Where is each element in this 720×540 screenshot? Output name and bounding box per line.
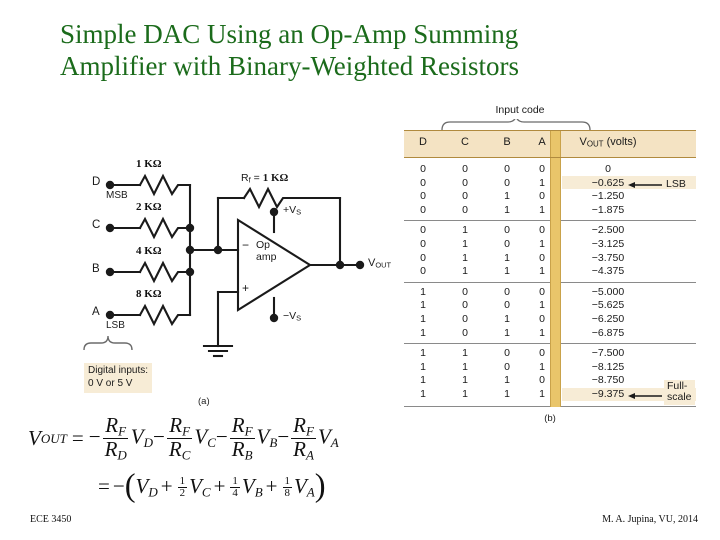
gold-divider-header: [550, 131, 561, 157]
fullscale-line-1: Full-: [667, 379, 688, 392]
input-label-A: A: [92, 306, 100, 318]
resistor-label-D: 1 KΩ: [136, 158, 162, 170]
eq2-open-paren: (: [124, 468, 136, 505]
lsb-callout: LSB: [666, 177, 686, 190]
feedback-equals: =: [253, 172, 260, 184]
resistor-label-A: 8 KΩ: [136, 288, 162, 300]
circuit-nodes: [105, 180, 365, 323]
table-group-1: 0 0 0 0 0 0 0 0 1 −0.625: [404, 158, 696, 217]
eq2-equals: =: [98, 474, 110, 499]
table-row: 0 1 1 0 −3.750: [420, 251, 625, 264]
output-label: VOUT: [368, 257, 392, 270]
eq2-close-paren: ): [314, 468, 326, 505]
digital-inputs-line-2: 0 V or 5 V: [88, 377, 133, 389]
eq2-term-1: VD: [135, 473, 158, 500]
table-row: 0 1 0 1 −3.125: [420, 237, 625, 250]
digital-inputs-note: Digital inputs: 0 V or 5 V: [84, 363, 153, 393]
table-body: 0 0 0 0 0 0 0 0 1 −0.625: [404, 158, 696, 407]
feedback-r: R: [241, 172, 249, 184]
lsb-arrow: [628, 181, 662, 188]
table-row: 1 1 0 0 −7.500: [420, 347, 625, 360]
opamp-inverting-sign: −: [242, 238, 250, 252]
table-row: 1 0 1 1 −6.875: [420, 326, 625, 339]
input-note-D: MSB: [106, 190, 128, 201]
header-A: A: [538, 136, 546, 148]
supply-negative-label: −VS: [283, 310, 302, 323]
input-code-label: Input code: [495, 104, 545, 116]
eq2-neg: −: [112, 474, 125, 499]
resistor-label-B: 4 KΩ: [136, 245, 162, 257]
footer-course: ECE 3450: [30, 514, 72, 525]
input-note-A: LSB: [106, 320, 125, 331]
table-row: 1 0 1 0 −6.250: [420, 312, 625, 325]
fullscale-line-2: scale: [667, 391, 692, 404]
table-header-row: D C B A VOUT (volts): [404, 130, 696, 158]
table-row: 0 0 1 0 −1.250: [420, 190, 625, 203]
fullscale-highlight-band: [562, 387, 696, 402]
header-cells: D C B A VOUT (volts): [404, 131, 696, 149]
table-row: 1 0 0 1 −5.625: [420, 299, 625, 312]
fullscale-callout: Full- scale: [664, 379, 695, 405]
circuit-diagram: D MSB 1 KΩ C 2 KΩ B 4 KΩ A LSB 8 KΩ Rf =…: [78, 150, 398, 420]
feedback-value: 1 KΩ: [262, 172, 289, 184]
table-row: 0 0 0 0 0: [420, 163, 611, 175]
table-row: 0 1 0 0 −2.500: [420, 224, 625, 237]
title-line-2: Amplifier with Binary-Weighted Resistors: [60, 51, 519, 81]
gold-divider-body: [550, 158, 561, 407]
page-title: Simple DAC Using an Op-Amp Summing Ampli…: [60, 18, 660, 82]
figure-label-b: (b): [544, 412, 556, 424]
header-C: C: [461, 136, 469, 148]
input-brace: [83, 335, 133, 351]
header-vout: VOUT (volts): [579, 136, 637, 149]
figure-label-a: (a): [198, 396, 210, 407]
table-row: 0 1 1 1 −4.375: [420, 265, 625, 278]
eq-lhs-sub: OUT: [40, 430, 67, 446]
lsb-highlight-band: [562, 176, 696, 190]
input-label-D: D: [92, 176, 101, 188]
header-B: B: [503, 136, 511, 148]
figure-b-wrap: (b): [404, 407, 696, 427]
input-label-B: B: [92, 263, 100, 275]
table-row: 0 0 1 1 −1.875: [420, 203, 625, 216]
table-group-2: 0 1 0 0 −2.500 0 1 0 1 −3.125 0: [404, 224, 696, 278]
input-code-brace: [441, 119, 591, 131]
table-group-4: 1 1 0 0 −7.500 1 1 0 1 −8.125 1: [404, 347, 696, 405]
header-D: D: [419, 136, 427, 148]
table-row: 1 1 1 1 −9.375 Full- scale: [404, 379, 696, 405]
feedback-resistor-label: Rf = 1 KΩ: [241, 172, 288, 185]
eq-lhs: V: [28, 426, 41, 451]
table-row: 0 0 0 1 −0.625 LSB: [420, 176, 686, 190]
resistor-label-C: 2 KΩ: [136, 201, 162, 213]
table-group-3: 1 0 0 0 −5.000 1 0 0 1 −5.625 1: [404, 286, 696, 340]
opamp-label: Op amp: [256, 239, 276, 263]
circuit-svg: [83, 173, 365, 358]
title-line-1: Simple DAC Using an Op-Amp Summing: [60, 19, 519, 49]
table-row: 1 1 0 1 −8.125: [420, 360, 625, 373]
fullscale-arrow: [628, 392, 662, 399]
eq-equals: =: [71, 426, 84, 451]
supply-positive-label: +VS: [283, 204, 302, 217]
feedback-r-sub: f: [248, 175, 251, 185]
opamp-label-line1: Op: [256, 239, 271, 251]
footer-author: M. A. Jupina, VU, 2014: [602, 514, 698, 525]
table: D C B A VOUT (volts) 0 0 0 0: [404, 130, 696, 427]
table-row: 1 0 0 0 −5.000: [420, 285, 625, 298]
digital-inputs-line-1: Digital inputs:: [88, 365, 149, 376]
opamp-label-line2: amp: [256, 251, 277, 263]
input-label-C: C: [92, 219, 101, 231]
table-row: 1 1 1 0 −8.750: [420, 374, 625, 387]
opamp-noninverting-sign: +: [242, 281, 250, 295]
